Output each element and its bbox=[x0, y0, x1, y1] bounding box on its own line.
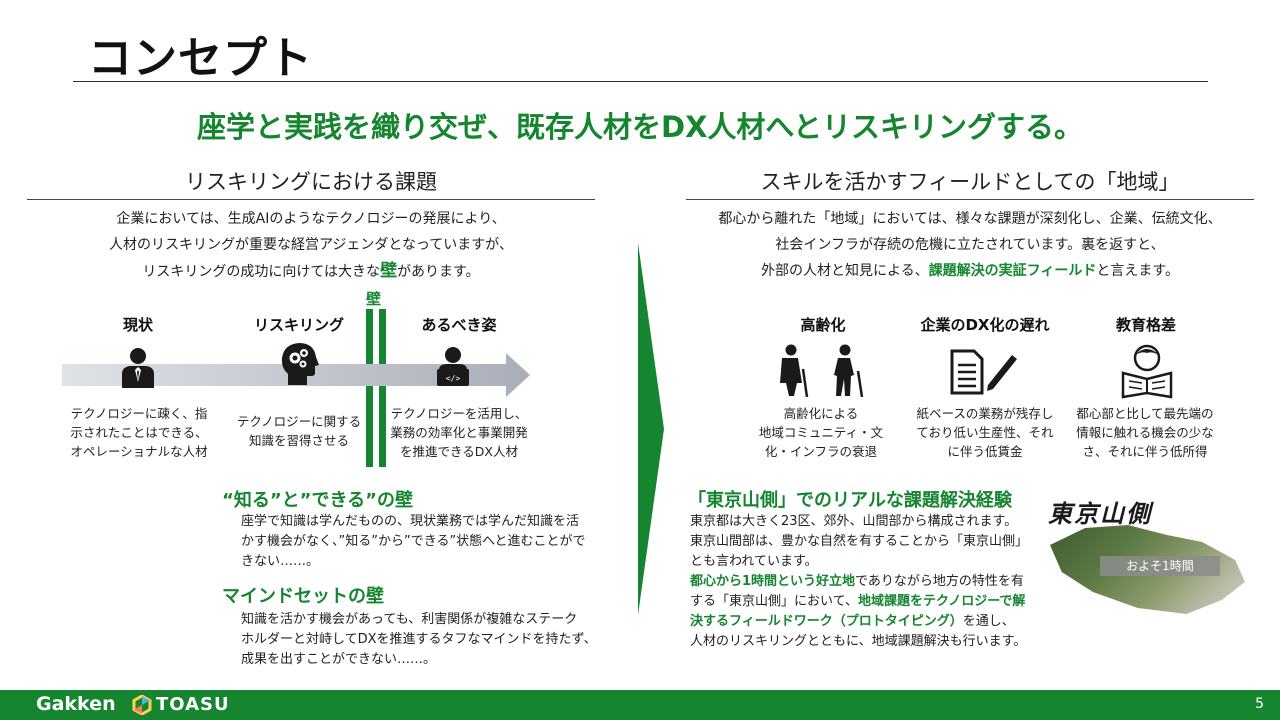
issue-label-aging: 高齢化 bbox=[800, 316, 846, 334]
tokyo-body: 東京都は大きく23区、郊外、山間部から構成されます。 東京山間部は、豊かな自然を… bbox=[690, 514, 1029, 649]
stage-desc-current: テクノロジーに疎く、指 示されたことはできる、 オペレーショナルな人材 bbox=[70, 406, 208, 459]
wall-bar-left bbox=[366, 309, 373, 467]
reading-child-icon bbox=[1121, 344, 1173, 399]
issue-desc-education-gap: 都心部と比して最先端の 情報に触れる機会の少な さ、それに伴う低所得 bbox=[1076, 406, 1214, 459]
left-heading-rule bbox=[27, 199, 595, 200]
page-title: コンセプト bbox=[88, 33, 313, 84]
tokyo-map: およそ1時間 bbox=[1050, 520, 1245, 620]
wall-label: 壁 bbox=[366, 290, 382, 308]
page-number: 5 bbox=[1255, 696, 1264, 712]
svg-text:</>: </> bbox=[446, 374, 461, 383]
gakken-logo: Gakken bbox=[36, 693, 116, 715]
issue-label-education-gap: 教育格差 bbox=[1115, 316, 1176, 334]
stage-desc-reskilling: テクノロジーに関する 知識を習得させる bbox=[236, 414, 362, 448]
wall2-body: 知識を活かす機会があっても、利害関係が複雑なステーク ホルダーと対峙してDXを推… bbox=[241, 612, 597, 667]
issue-label-dx-delay: 企業のDX化の遅れ bbox=[920, 316, 1050, 334]
right-heading: スキルを活かすフィールドとしての「地域」 bbox=[760, 170, 1180, 194]
stage-desc-ideal: テクノロジーを活用し、 業務の効率化と事業開発 を推進できるDX人材 bbox=[390, 406, 528, 459]
tokyo-yamagawa-logo: 東京山側 bbox=[1048, 499, 1152, 528]
wall2-heading: マインドセットの壁 bbox=[222, 586, 384, 607]
title-divider bbox=[73, 81, 1208, 82]
laptop-person-icon: </> bbox=[437, 347, 469, 386]
stage-label-current: 現状 bbox=[122, 316, 153, 334]
wall1-heading: “知る”と”できる”の壁 bbox=[222, 490, 413, 511]
businessman-icon bbox=[122, 348, 154, 388]
footer-bar: Gakken TOASU 5 bbox=[0, 690, 1280, 720]
document-pen-icon bbox=[950, 349, 1017, 395]
stage-label-ideal: あるべき姿 bbox=[421, 316, 497, 334]
issue-desc-dx-delay: 紙ベースの業務が残存し ており低い生産性、それ に伴う低賃金 bbox=[916, 406, 1054, 459]
tokyo-heading: 「東京山側」でのリアルな課題解決経験 bbox=[688, 490, 1012, 511]
toasu-logo-icon bbox=[132, 695, 152, 715]
section-chevron bbox=[638, 243, 664, 615]
wall1-body: 座学で知識は学んだものの、現状業務では学んだ知識を活 かす機会がなく、”知る”か… bbox=[241, 514, 586, 569]
toasu-logo: TOASU bbox=[156, 694, 230, 715]
map-travel-time-label: およそ1時間 bbox=[1100, 556, 1220, 576]
issue-desc-aging: 高齢化による 地域コミュニティ・文 化・インフラの衰退 bbox=[758, 406, 884, 459]
right-heading-rule bbox=[686, 199, 1254, 200]
tagline: 座学と実践を織り交ぜ、既存人材をDX人材へとリスキリングする。 bbox=[197, 110, 1083, 144]
right-intro: 都心から離れた「地域」においては、様々な課題が深刻化し、企業、伝統文化、 社会イ… bbox=[718, 211, 1222, 279]
wall-bar-right bbox=[379, 309, 386, 467]
left-intro: 企業においては、生成AIのようなテクノロジーの発展により、 人材のリスキリングが… bbox=[108, 211, 514, 281]
left-heading: リスキリングにおける課題 bbox=[185, 170, 437, 194]
stage-label-reskilling: リスキリング bbox=[253, 316, 344, 334]
elderly-couple-icon bbox=[780, 344, 864, 397]
head-gears-icon bbox=[281, 343, 319, 385]
